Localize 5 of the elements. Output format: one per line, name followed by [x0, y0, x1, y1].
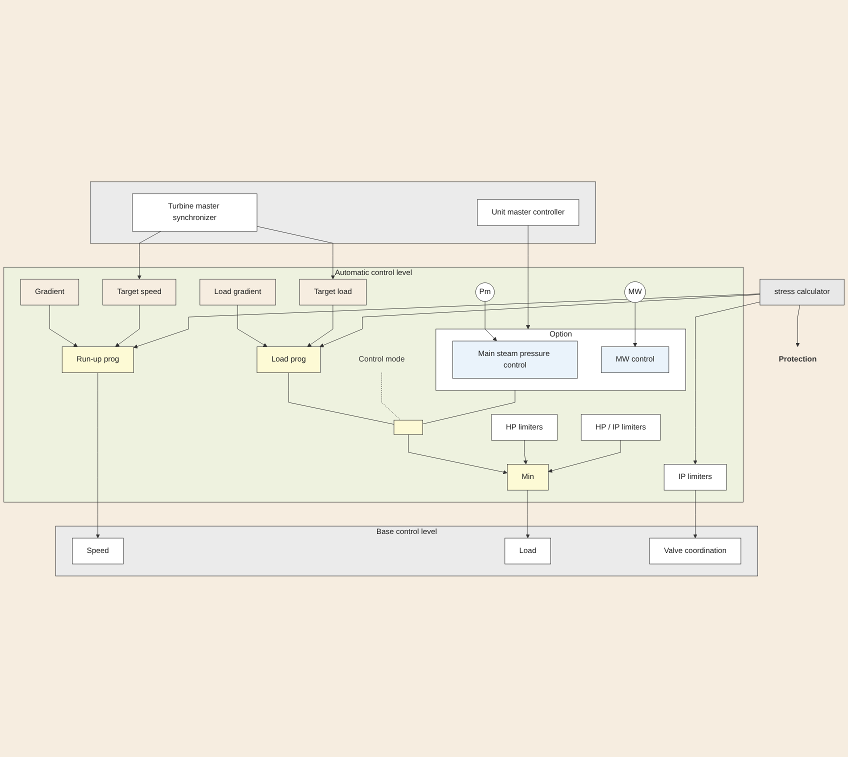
connector [381, 372, 401, 420]
connector [288, 372, 394, 424]
node-box [394, 420, 423, 434]
cluster [90, 181, 596, 244]
connector [422, 390, 516, 424]
